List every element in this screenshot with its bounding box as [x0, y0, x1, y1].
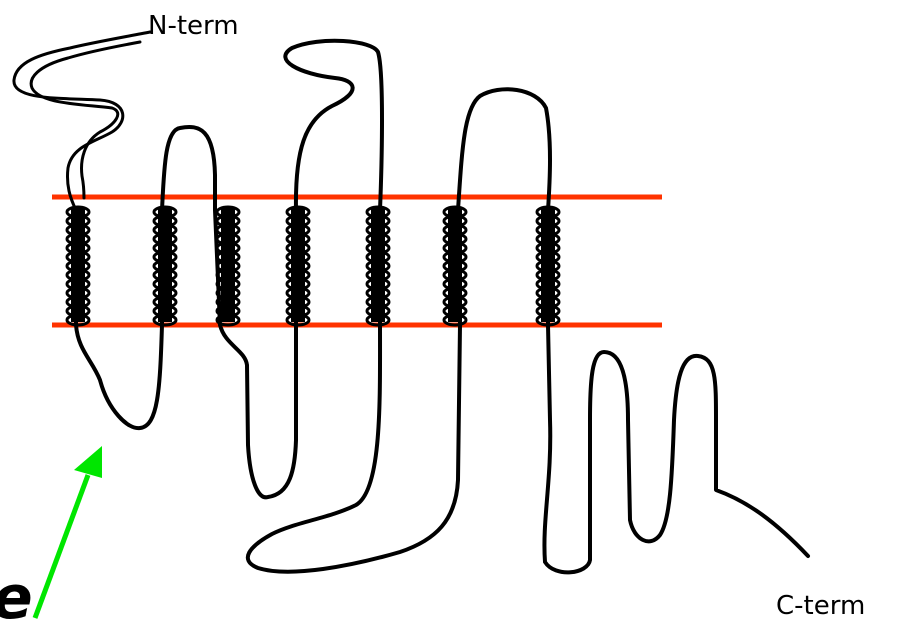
transmembrane-helices [67, 207, 559, 325]
helix-5 [367, 207, 389, 325]
helix-1 [67, 207, 89, 325]
protein-backbone [76, 41, 808, 573]
green-arrow-head [74, 446, 102, 478]
helix-3 [217, 207, 239, 325]
helix-4 [287, 207, 309, 325]
helix-7 [537, 207, 559, 325]
c-term-label: C-term [776, 591, 865, 620]
n-terminal-tail [14, 32, 150, 210]
helix-6 [444, 207, 466, 325]
partial-left-label: e [0, 563, 33, 620]
green-arrow-shaft [35, 475, 88, 618]
helix-2 [154, 207, 176, 325]
n-term-label: N-term [148, 11, 239, 41]
